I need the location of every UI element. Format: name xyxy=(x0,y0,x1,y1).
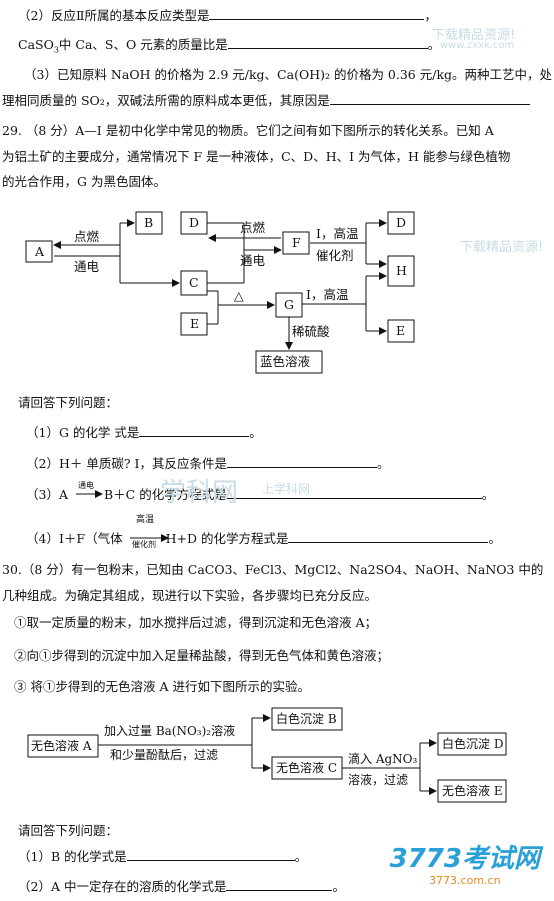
q30-answer-2: （2）A 中一定存在的溶质的化学式是 。 xyxy=(18,878,345,896)
q30-step-2: ②向①步得到的沉淀中加入足量稀盐酸，得到无色气体和黄色溶液； xyxy=(14,648,390,663)
a4-arrow-top: 高温 xyxy=(136,515,155,525)
flow-reagent-2: 滴入 AgNO₃ xyxy=(348,752,418,766)
q30-line-1: 30.（8 分）有一包粉末，已知由 CaCO3、FeCl3、MgCl2、Na2S… xyxy=(2,562,544,577)
cond-ignite-2: 点燃 xyxy=(240,220,266,235)
q29-line-2: 为铝土矿的主要成分，通常情况下 F 是一种液体，C、D、H、I 为气体，H 能参… xyxy=(2,149,511,164)
cond-catalyst: 催化剂 xyxy=(316,248,354,263)
q28-line-3: （3）已知原料 NaOH 的价格为 2.9 元/kg、Ca(OH)₂ 的价格为 … xyxy=(24,67,553,82)
label-h: H xyxy=(396,263,407,278)
label-c: C xyxy=(189,275,199,290)
answer-blank[interactable] xyxy=(226,878,333,891)
question-text: （2）H＋ 单质碳? I，其反应条件是 xyxy=(26,456,227,471)
watermark-logo-sub: 上学科网 xyxy=(262,482,311,496)
flow-reagent-2b: 溶液，过滤 xyxy=(348,773,409,787)
flow-e: 无色溶液 E xyxy=(442,784,503,798)
q28-line-2: CaSO3中 Ca、S、O 元素的质量比是 。 xyxy=(18,36,440,60)
q28-text: ， xyxy=(424,8,437,23)
question-text: 。 xyxy=(294,849,308,864)
label-d2: D xyxy=(396,215,407,230)
q30-step-3: ③ 将①步得到的无色溶液 A 进行如下图所示的实验。 xyxy=(14,679,310,694)
watermark-logo-text: 学科网 xyxy=(160,478,239,508)
cond-electrolysis-2: 通电 xyxy=(240,253,266,268)
question-text: （4）I＋F（气体 xyxy=(26,531,123,546)
label-f: F xyxy=(292,235,301,250)
watermark-slogan-2: 下载精品资源! xyxy=(460,240,544,255)
q29-answer-2: （2）H＋ 单质碳? I，其反应条件是 。 xyxy=(26,455,389,473)
q28-text: 。 xyxy=(427,37,441,52)
q29-answer-4: （4）I＋F（气体 H+D 的化学方程式是 。 xyxy=(26,530,501,548)
answer-blank[interactable] xyxy=(226,455,377,468)
label-a: A xyxy=(35,244,45,259)
a4-arrow-bottom: 催化剂 xyxy=(132,540,156,549)
answer-blank[interactable] xyxy=(226,486,482,499)
q29-prompt: 请回答下列问题： xyxy=(18,395,119,410)
cond-heat: △ xyxy=(234,288,244,303)
cond-electrolysis: 通电 xyxy=(74,259,100,274)
question-text: 。 xyxy=(332,879,345,894)
site-logo-title: 3773考试网 xyxy=(389,844,540,874)
q29-line-3: 的光合作用，G 为黑色固体。 xyxy=(2,174,166,189)
cond-ignite: 点燃 xyxy=(74,229,100,244)
q28-line-4: 理相同质量的 SO₂，双碱法所需的原料成本更低，其原因是 xyxy=(2,92,530,110)
q29-answer-3: （3）A B＋C 的化学方程式是 。 xyxy=(26,486,494,504)
question-text: （1）B 的化学式是 xyxy=(18,849,127,864)
answer-blank[interactable] xyxy=(329,92,530,105)
cond-i-hightemp-2: I，高温 xyxy=(306,287,349,302)
cond-i-hightemp: I，高温 xyxy=(316,226,359,241)
flow-reagent-1b: 和少量酚酞后，过滤 xyxy=(110,748,219,762)
label-d1: D xyxy=(189,215,200,230)
answer-blank[interactable] xyxy=(288,530,489,543)
answer-blank[interactable] xyxy=(227,36,428,49)
answer-blank[interactable] xyxy=(209,7,425,20)
label-g: G xyxy=(284,297,294,312)
question-text: 。 xyxy=(488,531,501,546)
flow-reagent-1: 加入过量 Ba(NO₃)₂溶液 xyxy=(104,724,236,738)
q28-text: 理相同质量的 SO₂，双碱法所需的原料成本更低，其原因是 xyxy=(2,93,330,108)
q30-flowchart xyxy=(27,707,507,803)
flow-d: 白色沉淀 D xyxy=(442,737,504,751)
q28-text: 中 Ca、S、O 元素的质量比是 xyxy=(58,37,228,52)
site-logo-url: 3773.com.cn xyxy=(429,874,501,887)
q30-prompt: 请回答下列问题： xyxy=(18,823,119,838)
flow-b: 白色沉淀 B xyxy=(276,712,337,726)
answer-blank[interactable] xyxy=(139,424,250,437)
q28-line-1: （2）反应Ⅱ所属的基本反应类型是 ， xyxy=(18,7,437,25)
flow-start: 无色溶液 A xyxy=(31,739,92,753)
q30-answer-1: （1）B 的化学式是 。 xyxy=(18,848,307,866)
q30-step-1: ①取一定质量的粉末，加水搅拌后过滤，得到沉淀和无色溶液 A； xyxy=(14,615,378,630)
q28-text: （2）反应Ⅱ所属的基本反应类型是 xyxy=(18,8,210,23)
label-b: B xyxy=(144,215,154,230)
site-logo: 3773考试网 3773.com.cn xyxy=(390,844,540,887)
answer-blank[interactable] xyxy=(126,848,295,861)
question-text: （2）A 中一定存在的溶质的化学式是 xyxy=(18,879,227,894)
question-text: 。 xyxy=(249,425,262,440)
watermark-url: www.zxxk.com xyxy=(440,40,515,51)
question-text: （1）G 的化学 式是 xyxy=(26,425,140,440)
question-text: 。 xyxy=(481,487,495,502)
question-text: B＋C 的化学方程式是 xyxy=(103,487,227,502)
question-text: H+D 的化学方程式是 xyxy=(165,531,289,546)
label-blue-solution: 蓝色溶液 xyxy=(260,354,311,369)
q29-answer-1: （1）G 的化学 式是 。 xyxy=(26,424,262,442)
label-e1: E xyxy=(190,316,200,331)
a3-arrow-label: 通电 xyxy=(78,481,94,490)
question-text: （3）A xyxy=(26,487,68,502)
q28-text: CaSO xyxy=(18,37,54,52)
subscript: 3 xyxy=(53,45,59,55)
flow-c: 无色溶液 C xyxy=(276,761,337,775)
label-e2: E xyxy=(396,323,406,338)
cond-dilute-acid: 稀硫酸 xyxy=(292,324,330,339)
question-text: 。 xyxy=(376,456,390,471)
q29-line-1: 29. （8 分）A—I 是初中化学中常见的物质。它们之间有如下图所示的转化关系… xyxy=(2,123,494,138)
watermark-slogan: 下载精品资源! xyxy=(432,28,516,43)
q30-line-2: 几种组成。为确定其组成，现进行以下实验，各步骤均已充分反应。 xyxy=(2,588,378,603)
